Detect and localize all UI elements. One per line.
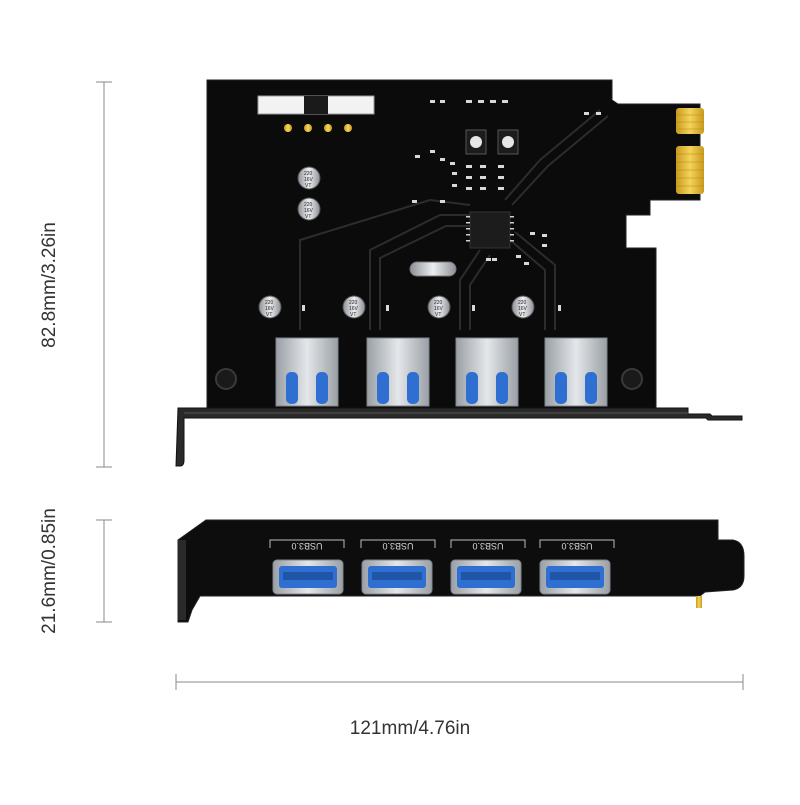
capacitor-6-label-b: 16V	[518, 306, 528, 312]
capacitor-6: 220 16V VT	[511, 295, 535, 319]
capacitor-4-label-c: VT	[350, 312, 356, 318]
depth-dimension-label: 21.6mm/0.85in	[39, 508, 60, 634]
pcb-traces	[299, 109, 609, 330]
capacitor-3-label-a: 220	[265, 300, 274, 306]
capacitor-3-label-c: VT	[266, 312, 272, 318]
height-dimension-label: 82.8mm/3.26in	[39, 222, 60, 348]
capacitor-6-label-a: 220	[518, 300, 527, 306]
capacitor-6-label-c: VT	[519, 312, 525, 318]
capacitor-5: 220 16V VT	[427, 295, 451, 319]
capacitor-5-label-a: 220	[434, 300, 443, 306]
capacitor-5-label-c: VT	[435, 312, 441, 318]
capacitor-5-label-b: 16V	[434, 306, 444, 312]
front-port-3: USB3.0	[450, 539, 526, 595]
capacitor-2: 220 16V VT	[297, 197, 321, 221]
capacitor-2-label-b: 16V	[304, 208, 314, 214]
capacitor-1-label-c: VT	[305, 183, 311, 189]
port-1-label: USB3.0	[291, 541, 322, 551]
pcie-contact-upper	[676, 108, 704, 134]
front-port-2: USB3.0	[360, 539, 436, 595]
dimension-lines	[96, 81, 744, 690]
port-2-label: USB3.0	[382, 541, 413, 551]
front-port-1: USB3.0	[269, 539, 345, 595]
capacitor-1: 220 16V VT	[297, 166, 321, 190]
controller-chip	[469, 211, 511, 249]
capacitor-2-label-c: VT	[305, 214, 311, 220]
bracket-front-view: USB3.0 USB3.0 USB3.0 USB3.0	[177, 519, 745, 623]
power-connector	[257, 95, 375, 132]
usb-port-top-1	[275, 337, 339, 407]
mounting-hole-left	[215, 368, 237, 390]
usb-port-top-2	[366, 337, 430, 407]
pcb-board: 220 16V VT 220 16V VT 220 16V VT 220 16V…	[206, 79, 704, 409]
capacitor-4-label-b: 16V	[349, 306, 359, 312]
capacitor-4: 220 16V VT	[342, 295, 366, 319]
width-dimension-label: 121mm/4.76in	[349, 718, 471, 739]
usb-port-top-3	[455, 337, 519, 407]
front-port-4: USB3.0	[539, 539, 615, 595]
capacitor-3-label-b: 16V	[265, 306, 275, 312]
port-3-label: USB3.0	[472, 541, 503, 551]
smd-components	[302, 100, 601, 311]
bracket-top-view	[175, 407, 743, 467]
capacitor-3: 220 16V VT	[258, 295, 282, 319]
capacitor-4-label-a: 220	[349, 300, 358, 306]
usb-port-top-4	[544, 337, 608, 407]
capacitor-1-label-a: 220	[304, 171, 313, 177]
mounting-hole-right	[621, 368, 643, 390]
capacitor-2-label-a: 220	[304, 202, 313, 208]
port-4-label: USB3.0	[561, 541, 592, 551]
capacitor-1-label-b: 16V	[304, 177, 314, 183]
crystal	[409, 261, 457, 277]
